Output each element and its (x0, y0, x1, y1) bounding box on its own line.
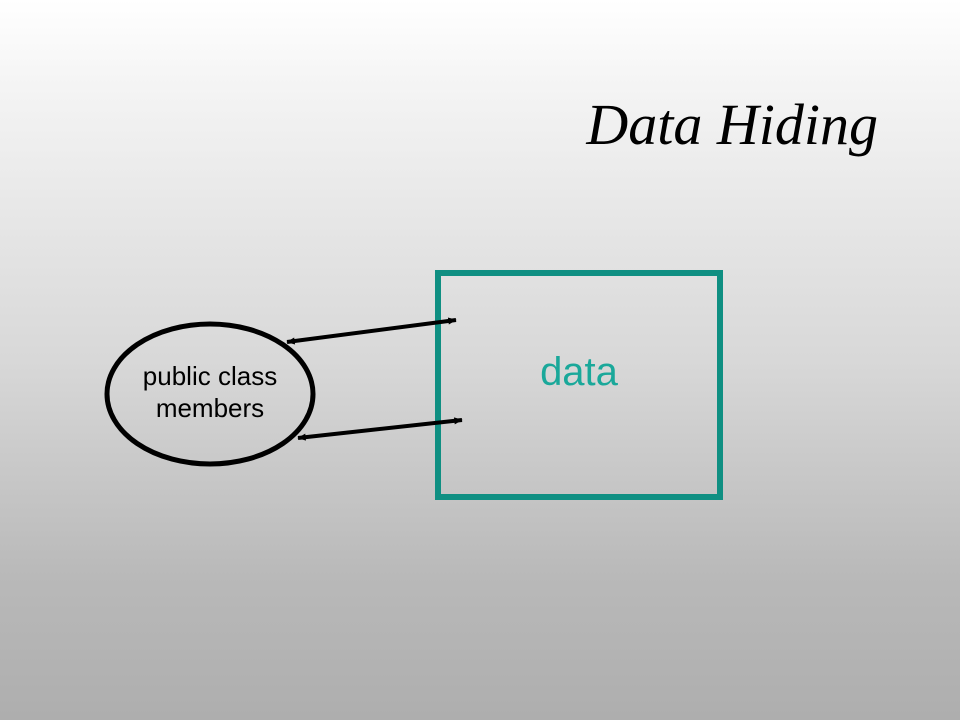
upper-double-arrow (286, 317, 457, 345)
public-members-label-line2: members (155, 393, 265, 423)
data-box-label: data (540, 350, 618, 394)
lower-double-arrow (297, 417, 463, 441)
data-box (435, 270, 723, 500)
slide-title: Data Hiding (586, 92, 878, 157)
public-members-oval (104, 321, 316, 467)
public-members-label: public class members (110, 360, 310, 424)
public-members-label-line1: public class (142, 361, 278, 391)
